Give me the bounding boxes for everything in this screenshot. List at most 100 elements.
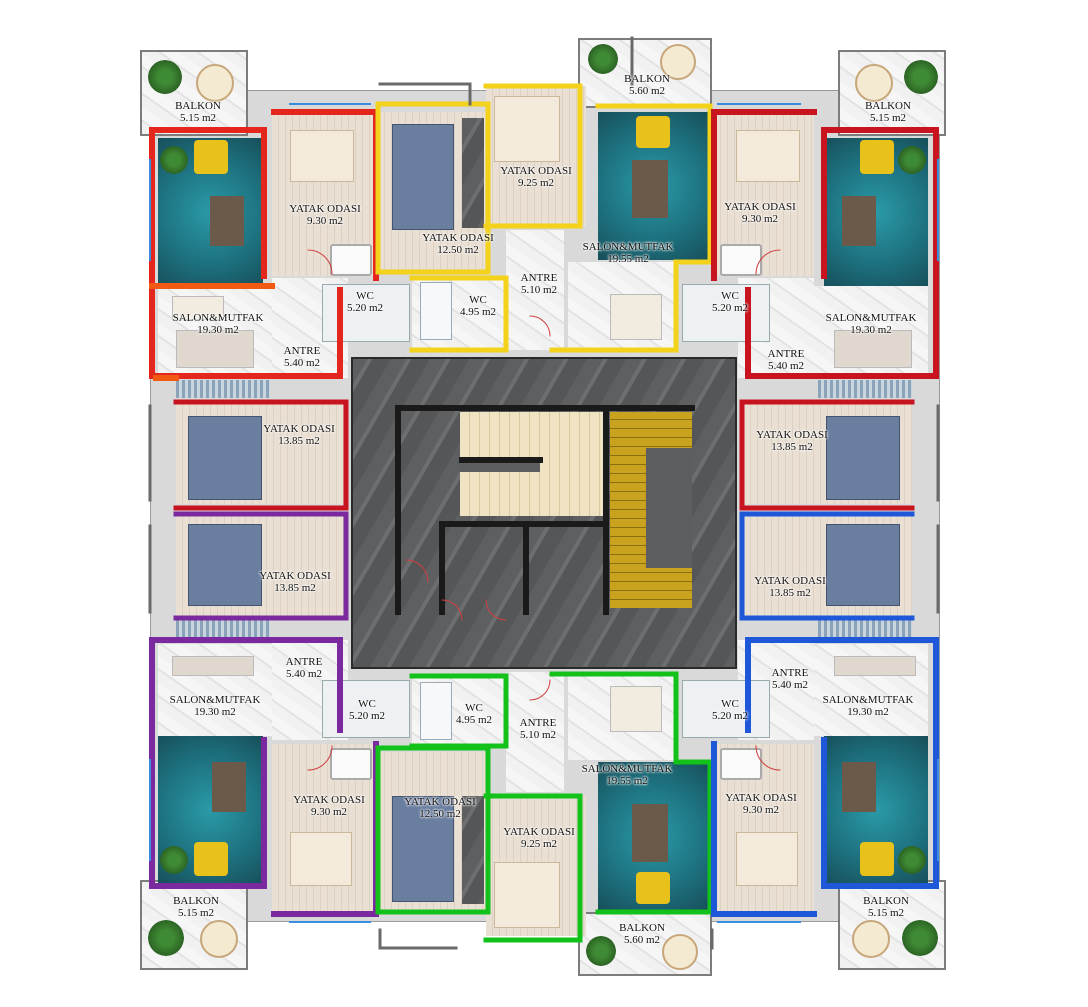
plant-icon bbox=[898, 846, 926, 874]
armchair-icon bbox=[860, 140, 894, 174]
unit-wall-yellow bbox=[375, 101, 509, 353]
bed-icon bbox=[188, 416, 262, 500]
bed-icon bbox=[392, 124, 454, 230]
kitchen-counter-icon bbox=[834, 656, 916, 676]
wc-br-floor bbox=[682, 680, 770, 738]
round-table-icon bbox=[196, 64, 234, 102]
unit-wall-green bbox=[375, 673, 509, 915]
unit-wall-blue bbox=[711, 637, 939, 917]
plant-icon bbox=[148, 60, 182, 94]
bathtub-icon bbox=[420, 282, 452, 340]
bed-icon bbox=[736, 832, 798, 886]
coffee-table-icon bbox=[842, 762, 876, 812]
kitchen-counter-icon bbox=[172, 656, 254, 676]
coffee-table-icon bbox=[842, 196, 876, 246]
plant-icon bbox=[588, 44, 618, 74]
bed-icon bbox=[290, 832, 352, 886]
plant-icon bbox=[160, 146, 188, 174]
antre-bottom-center-floor bbox=[506, 672, 564, 792]
dining-table-icon bbox=[610, 686, 662, 732]
window-strip bbox=[176, 380, 270, 398]
dining-table-icon bbox=[172, 296, 224, 320]
unit-wall-red bbox=[739, 399, 915, 511]
door-swing bbox=[307, 249, 781, 771]
unit-wall-purple bbox=[149, 637, 379, 917]
bed-icon bbox=[826, 524, 900, 606]
bed-icon bbox=[290, 130, 354, 182]
bathtub-icon bbox=[330, 244, 372, 276]
plant-icon bbox=[160, 846, 188, 874]
plant-icon bbox=[586, 936, 616, 966]
armchair-icon bbox=[860, 842, 894, 876]
armchair-icon bbox=[636, 116, 670, 148]
bed-icon bbox=[392, 796, 454, 902]
bathtub-icon bbox=[720, 244, 762, 276]
unit-wall-orange bbox=[149, 283, 275, 381]
plant-icon bbox=[904, 60, 938, 94]
wc-tl-floor bbox=[322, 284, 410, 342]
kitchen-counter-icon bbox=[176, 330, 254, 368]
window-strip bbox=[818, 380, 912, 398]
bed-icon bbox=[494, 862, 560, 928]
bed-icon bbox=[826, 416, 900, 500]
plant-icon bbox=[902, 920, 938, 956]
wc-tr-floor bbox=[682, 284, 770, 342]
round-table-icon bbox=[855, 64, 893, 102]
unit-wall-red bbox=[149, 109, 379, 379]
bed-icon bbox=[188, 524, 262, 606]
round-table-icon bbox=[660, 44, 696, 80]
armchair-icon bbox=[194, 140, 228, 174]
dining-table-icon bbox=[610, 294, 662, 340]
bathtub-icon bbox=[330, 748, 372, 780]
coffee-table-icon bbox=[210, 196, 244, 246]
plant-icon bbox=[148, 920, 184, 956]
core-wall bbox=[395, 405, 695, 615]
round-table-icon bbox=[200, 920, 238, 958]
bathtub-icon bbox=[420, 682, 452, 740]
bed-icon bbox=[736, 130, 800, 182]
wardrobe-icon bbox=[462, 118, 484, 228]
armchair-icon bbox=[636, 872, 670, 904]
outer-wall bbox=[148, 404, 940, 614]
coffee-table-icon bbox=[632, 160, 668, 218]
coffee-table-icon bbox=[212, 762, 246, 812]
unit-wall-yellow bbox=[483, 83, 713, 353]
unit-wall-purple bbox=[173, 511, 349, 621]
coffee-table-icon bbox=[632, 804, 668, 862]
round-table-icon bbox=[662, 934, 698, 970]
unit-wall-blue bbox=[739, 511, 915, 621]
kitchen-counter-icon bbox=[834, 330, 912, 368]
